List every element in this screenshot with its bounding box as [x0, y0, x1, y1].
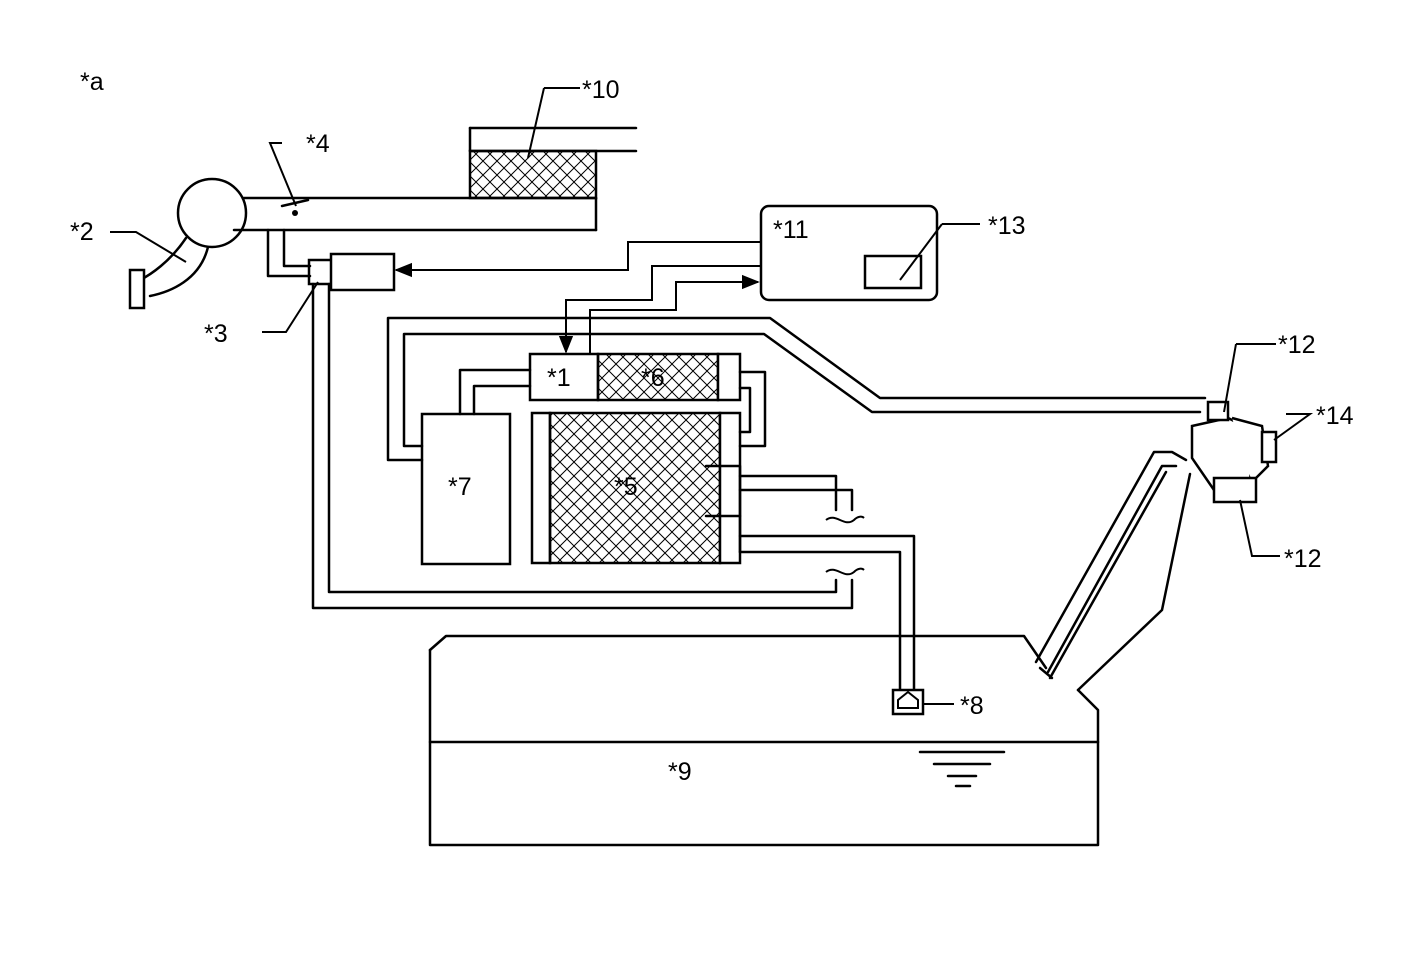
label-11: *11	[773, 216, 809, 244]
fuel-filler-cap	[1190, 400, 1278, 504]
label-10: *10	[582, 76, 620, 104]
fuel-cutoff-valve	[891, 688, 925, 716]
canister-pump-module	[528, 352, 742, 402]
label-2: *2	[70, 218, 94, 246]
label-12-top: *12	[1278, 331, 1316, 359]
purge-vsv	[266, 228, 396, 292]
canister-hoses	[386, 316, 1207, 462]
signal-lines	[394, 241, 761, 356]
label-1: *1	[547, 364, 571, 392]
label-8: *8	[960, 692, 984, 720]
label-13: *13	[988, 212, 1026, 240]
canister	[530, 411, 742, 565]
label-5: *5	[614, 473, 638, 501]
canister-outlets	[704, 464, 916, 692]
fuel-filler-pipe	[1034, 450, 1192, 692]
purge-line	[311, 282, 865, 610]
label-4: *4	[306, 130, 330, 158]
label-3: *3	[204, 320, 228, 348]
label-14: *14	[1316, 402, 1354, 430]
leader-lines	[110, 87, 1314, 705]
air-cleaner-filter	[468, 126, 638, 200]
ecm-box	[759, 204, 939, 302]
label-6: *6	[641, 364, 665, 392]
fuel-tank	[428, 634, 1100, 847]
label-7: *7	[448, 473, 472, 501]
canister-filter	[420, 412, 512, 566]
label-9: *9	[668, 758, 692, 786]
label-12-bottom: *12	[1284, 545, 1322, 573]
label-a: *a	[80, 68, 104, 96]
